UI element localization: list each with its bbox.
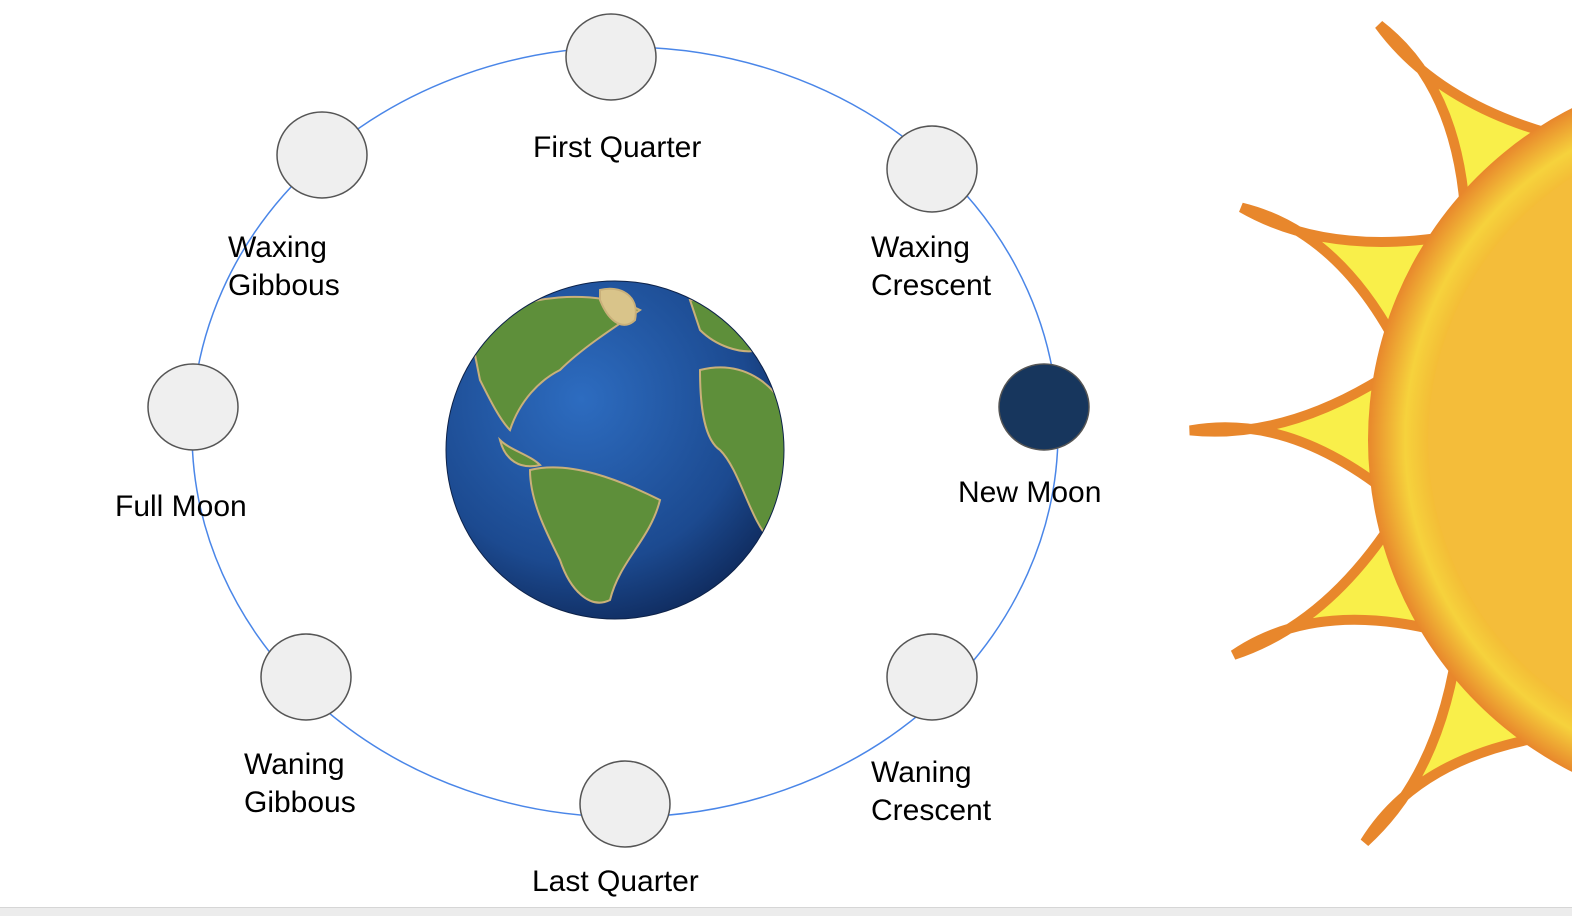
- sun-core: [1428, 177, 1572, 703]
- moon-waxing-crescent: [886, 125, 978, 213]
- bottom-scroll-bar: [0, 907, 1572, 916]
- label-first-quarter: First Quarter: [533, 131, 702, 164]
- moon-first-quarter: [565, 13, 657, 101]
- moon-waxing-gibbous: [276, 111, 368, 199]
- label-waning-crescent: Waning Crescent: [871, 756, 992, 827]
- moon-last-quarter: [579, 760, 671, 848]
- label-new-moon: New Moon: [958, 476, 1102, 509]
- label-full-moon: Full Moon: [115, 490, 247, 523]
- label-waxing-crescent: Waxing Crescent: [871, 231, 992, 302]
- sun: [1189, 20, 1572, 846]
- earth: [445, 280, 785, 620]
- moon-full-moon: [147, 363, 239, 451]
- sun-ray: [1189, 350, 1415, 520]
- moon-new-moon: [998, 363, 1090, 451]
- moon-waning-crescent: [886, 633, 978, 721]
- label-waxing-gibbous: Waxing Gibbous: [228, 231, 340, 302]
- sun-ray: [1360, 621, 1572, 846]
- label-last-quarter: Last Quarter: [532, 865, 699, 898]
- label-waning-gibbous: Waning Gibbous: [244, 748, 356, 819]
- moon-waning-gibbous: [260, 633, 352, 721]
